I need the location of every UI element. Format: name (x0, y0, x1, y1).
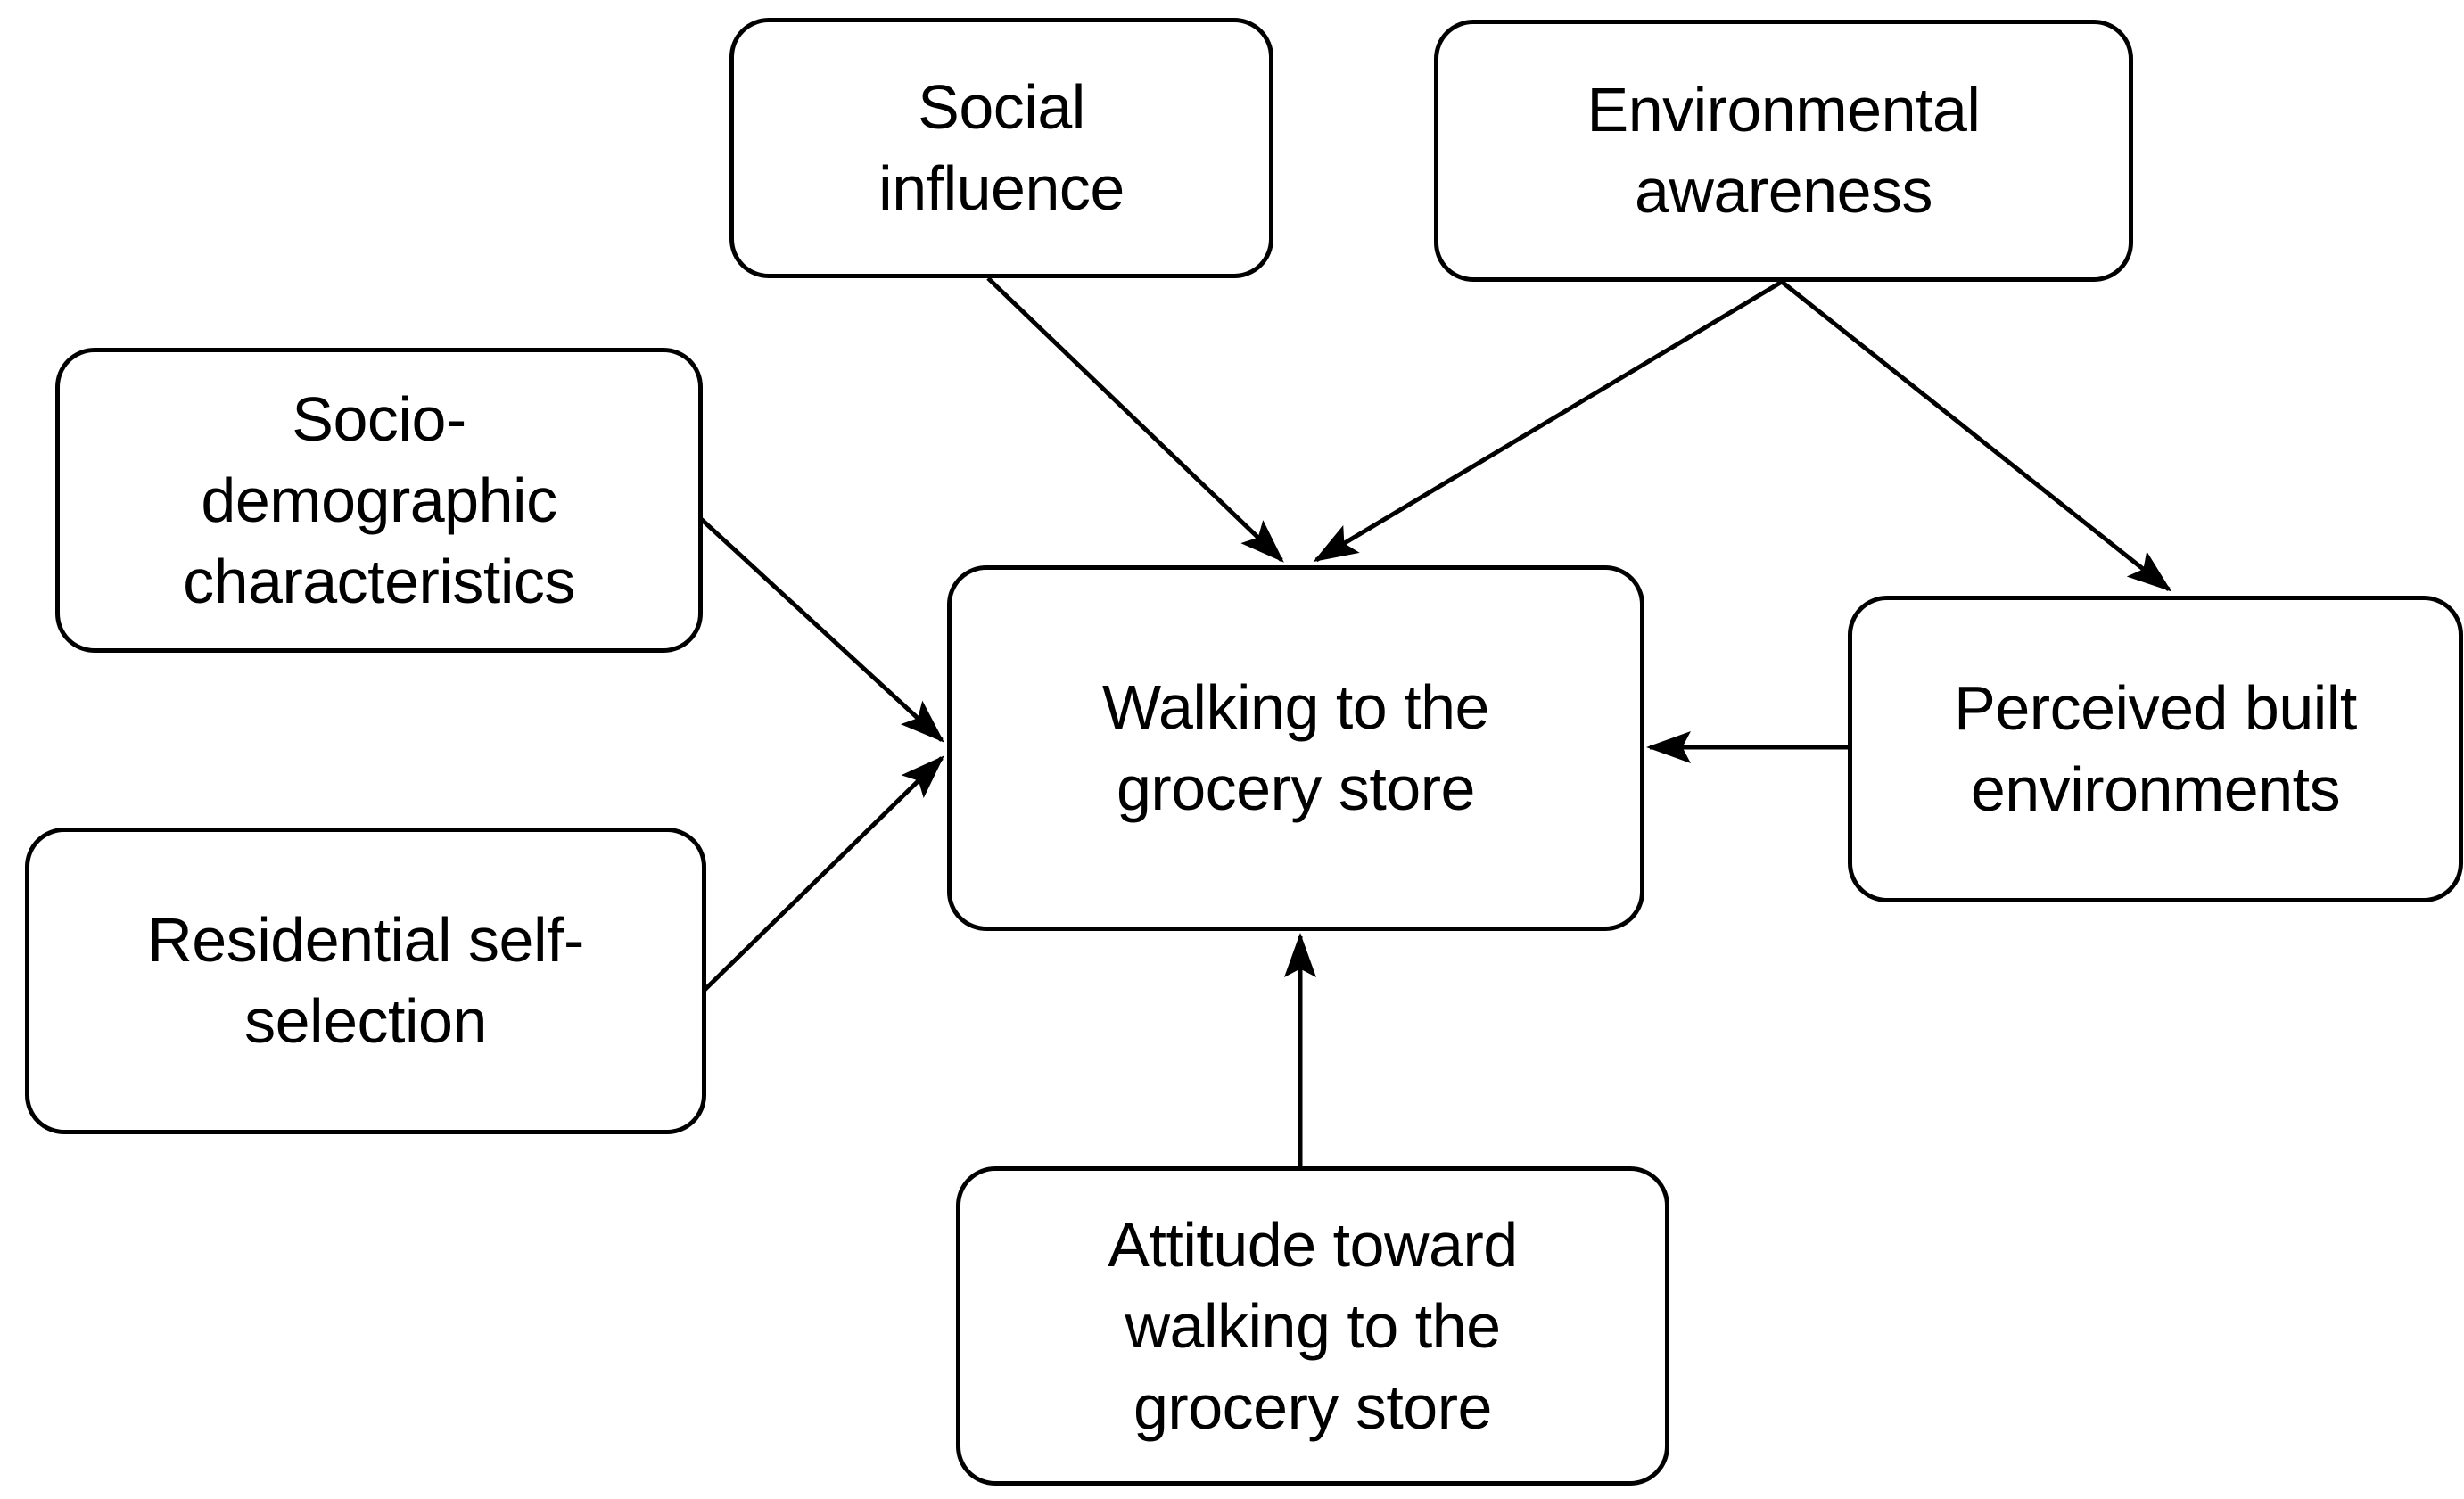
edge-socio-demographic-to-walking (676, 496, 944, 743)
node-attitude-toward-walking[interactable]: Attitude toward walking to the grocery s… (956, 1166, 1669, 1486)
node-environmental-awareness[interactable]: Environmental awareness (1434, 20, 2133, 282)
edge-social-influence-to-walking (986, 276, 1284, 563)
node-walking-to-the-grocery-store[interactable]: Walking to the grocery store (947, 565, 1644, 931)
node-residential-self-selection[interactable]: Residential self- selection (25, 828, 706, 1134)
node-perceived-built-environments[interactable]: Perceived built environments (1848, 596, 2463, 902)
node-socio-demographic-characteristics[interactable]: Socio- demographic characteristics (55, 348, 703, 653)
edge-environmental-awareness-to-walking (1313, 279, 1784, 563)
node-social-influence[interactable]: Social influence (729, 18, 1273, 278)
edge-environmental-awareness-to-perceived-built-environments (1780, 280, 2172, 592)
edge-residential-self-selection-to-walking (697, 755, 944, 997)
